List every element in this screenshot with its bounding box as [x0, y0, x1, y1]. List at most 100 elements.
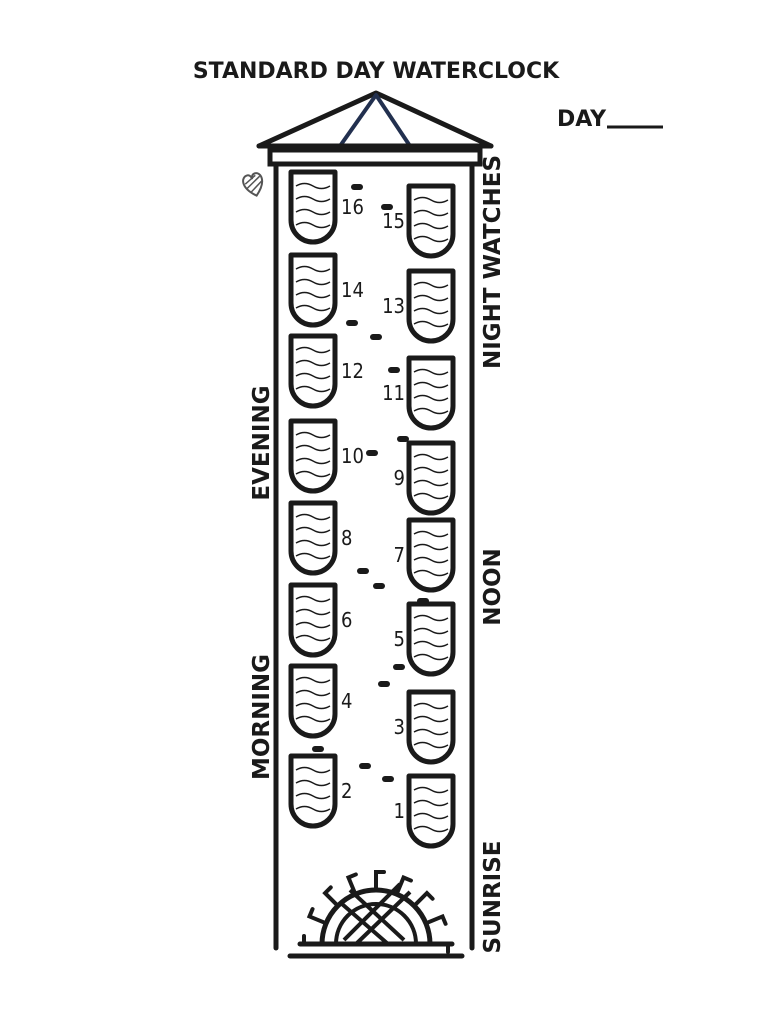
label-sunrise: SUNRISE	[480, 840, 506, 953]
water-wave	[413, 196, 449, 204]
water-wave	[295, 304, 331, 312]
water-wave	[413, 453, 449, 461]
water-wave	[413, 543, 449, 551]
water-cup: 5	[394, 601, 456, 677]
water-cup: 6	[288, 582, 352, 658]
cup-number: 3	[394, 715, 405, 739]
water-wave	[413, 569, 449, 577]
water-wave	[295, 702, 331, 710]
water-wave	[295, 595, 331, 603]
water-wave	[413, 394, 449, 402]
water-wave	[295, 385, 331, 393]
water-wave	[295, 470, 331, 478]
dash-mark	[357, 568, 369, 574]
cup-number: 16	[341, 195, 364, 219]
dash-mark	[378, 681, 390, 687]
day-label: DAY	[557, 107, 607, 132]
water-wave	[295, 265, 331, 273]
dash-mark	[381, 204, 393, 210]
water-wave	[413, 209, 449, 217]
cup-number: 6	[341, 608, 352, 632]
water-cup: 4	[288, 663, 352, 739]
water-cup: 12	[288, 333, 364, 409]
water-wave	[413, 715, 449, 723]
cup-number: 1	[394, 799, 405, 823]
cup-number: 5	[394, 627, 405, 651]
water-wave	[295, 346, 331, 354]
water-cup: 7	[394, 517, 456, 593]
dash-mark	[417, 598, 429, 604]
water-wave	[413, 281, 449, 289]
cup-number: 7	[394, 543, 405, 567]
water-cup: 8	[288, 500, 352, 576]
water-wave	[413, 556, 449, 564]
page-title: STANDARD DAY WATERCLOCK	[193, 59, 560, 84]
water-wave	[413, 825, 449, 833]
cup-number: 11	[382, 381, 405, 405]
water-wave	[413, 222, 449, 230]
water-cup: 15	[382, 183, 456, 259]
water-cup: 14	[288, 252, 364, 328]
dash-mark	[346, 320, 358, 326]
water-wave	[295, 208, 331, 216]
cup-number: 15	[382, 209, 405, 233]
wheel-paddle	[394, 874, 413, 897]
water-wave	[413, 627, 449, 635]
water-wheel-icon	[297, 870, 455, 954]
wheel-paddle	[423, 913, 448, 926]
cup-number: 10	[341, 444, 364, 468]
water-wave	[295, 431, 331, 439]
water-wave	[295, 689, 331, 697]
water-wave	[295, 513, 331, 521]
wheel-paddle	[302, 934, 324, 946]
wheel-paddle	[374, 870, 386, 892]
water-wave	[413, 640, 449, 648]
water-wave	[295, 715, 331, 723]
label-evening: EVENING	[249, 385, 275, 500]
label-night-watches: NIGHT WATCHES	[480, 155, 506, 369]
label-noon: NOON	[480, 548, 506, 626]
water-cup: 9	[394, 440, 456, 516]
cup-number: 4	[341, 689, 352, 713]
water-wave	[413, 741, 449, 749]
water-wave	[413, 235, 449, 243]
wheel-paddle	[428, 942, 450, 954]
wheel-paddle	[306, 907, 329, 926]
dash-mark	[393, 664, 405, 670]
water-wave	[295, 444, 331, 452]
water-wave	[413, 728, 449, 736]
dash-mark	[382, 776, 394, 782]
water-wave	[413, 492, 449, 500]
water-wave	[295, 359, 331, 367]
water-wave	[413, 479, 449, 487]
water-cup: 13	[382, 268, 456, 344]
cup-number: 2	[341, 779, 352, 803]
water-cup: 2	[288, 753, 352, 829]
water-wave	[295, 457, 331, 465]
water-cup: 3	[394, 689, 456, 765]
wheel-paddle	[412, 890, 435, 908]
water-wave	[295, 278, 331, 286]
water-wave	[413, 294, 449, 302]
water-cup: 11	[382, 355, 456, 431]
roof	[256, 90, 494, 167]
water-wave	[295, 221, 331, 229]
dash-mark	[397, 436, 409, 442]
cup-number: 14	[341, 278, 364, 302]
cup-number: 9	[394, 466, 405, 490]
water-wave	[295, 291, 331, 299]
water-cup: 10	[288, 418, 364, 494]
water-wave	[413, 530, 449, 538]
water-cup: 1	[394, 773, 456, 849]
water-wave	[295, 779, 331, 787]
water-wave	[295, 676, 331, 684]
dash-mark	[373, 583, 385, 589]
wheel-paddle	[322, 885, 340, 908]
water-wave	[295, 526, 331, 534]
water-wave	[413, 368, 449, 376]
water-cup: 16	[288, 169, 364, 245]
dash-mark	[351, 184, 363, 190]
dash-mark	[359, 763, 371, 769]
